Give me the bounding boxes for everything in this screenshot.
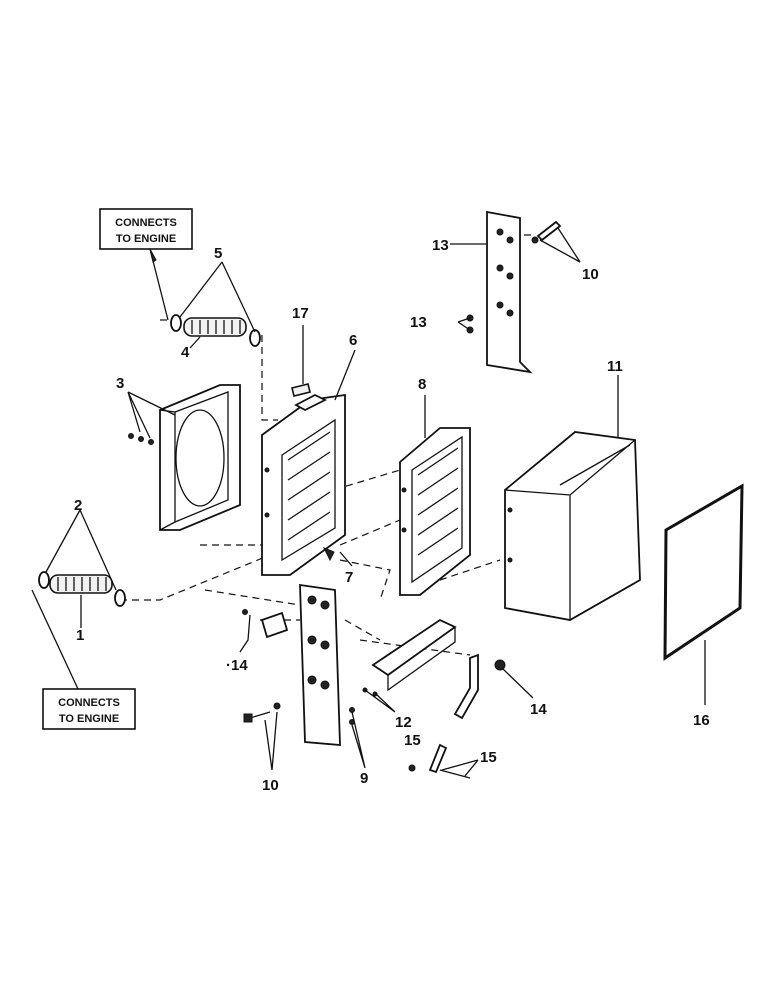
- callout-16: 16: [693, 712, 710, 729]
- part-strap: [453, 653, 506, 720]
- part-radiator-cap: [291, 383, 311, 397]
- part-mounting-plate: [362, 618, 457, 697]
- callout-3: 3: [116, 375, 124, 392]
- callout-11: 11: [607, 358, 623, 375]
- part-hardware: [408, 743, 471, 779]
- callout-14-left: ·14: [226, 657, 248, 674]
- part-housing: [504, 431, 641, 621]
- note-top-line2: TO ENGINE: [116, 233, 176, 245]
- note-bottom-line2: TO ENGINE: [59, 713, 119, 725]
- part-upper-hose: [170, 314, 261, 347]
- note-bottom-line1: CONNECTS: [58, 697, 120, 709]
- callout-4: 4: [181, 344, 190, 361]
- callout-7: 7: [345, 569, 353, 586]
- part-oil-cooler: [399, 427, 471, 596]
- callout-17: 17: [292, 305, 309, 322]
- part-upper-bracket: [466, 210, 562, 374]
- part-radiator: [261, 393, 346, 576]
- callout-13-lower: 13: [410, 314, 427, 331]
- callout-15-right: 15: [480, 749, 497, 766]
- callout-1: 1: [76, 627, 84, 644]
- part-gasket-screen: [663, 483, 744, 661]
- callout-10-lower: 10: [262, 777, 279, 794]
- callout-10-upper: 10: [582, 266, 599, 283]
- callout-labels: 1 2 3 4 5 6 7 8 9 10 10 11 12 13 13 ·14 …: [74, 237, 710, 794]
- callout-14-right: 14: [530, 701, 547, 718]
- part-bolt-bottom: [243, 702, 281, 723]
- note-top-line1: CONNECTS: [115, 217, 177, 229]
- callout-12: 12: [395, 714, 412, 731]
- callout-8: 8: [418, 376, 426, 393]
- note-connects-to-engine-bottom: CONNECTS TO ENGINE: [42, 688, 136, 730]
- part-lower-bracket: [299, 583, 355, 746]
- callout-6: 6: [349, 332, 357, 349]
- callout-5: 5: [214, 245, 222, 262]
- callout-2: 2: [74, 497, 82, 514]
- callout-15-left: 15: [404, 732, 421, 749]
- leader-lines: [45, 227, 706, 777]
- leader-note-bottom: [31, 589, 79, 690]
- part-clip-left: [242, 609, 289, 639]
- callout-9: 9: [360, 770, 368, 787]
- part-fan-shroud: [128, 384, 241, 531]
- callout-13-upper: 13: [432, 237, 449, 254]
- part-lower-hose: [38, 571, 126, 607]
- note-connects-to-engine-top: CONNECTS TO ENGINE: [99, 208, 193, 250]
